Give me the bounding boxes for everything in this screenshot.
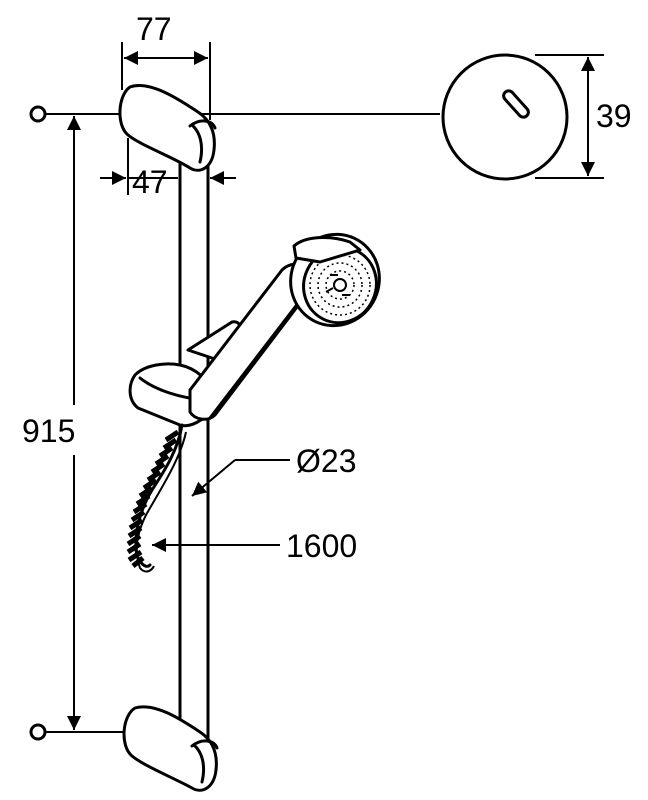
dimension-width-top: 77 bbox=[121, 11, 211, 120]
dimension-label-diameter: Ø23 bbox=[296, 443, 356, 479]
hand-shower bbox=[188, 232, 381, 421]
shower-hose bbox=[126, 423, 187, 573]
dimension-label-47: 47 bbox=[132, 164, 168, 200]
dimension-label-39: 39 bbox=[596, 98, 632, 134]
wall-cap-front-view bbox=[441, 53, 569, 181]
callout-rail-diameter: Ø23 bbox=[191, 443, 356, 497]
dimension-label-1600: 1600 bbox=[286, 528, 357, 564]
dimension-rail-length: 915 bbox=[20, 105, 440, 741]
shower-rail bbox=[178, 128, 210, 762]
dimension-label-915: 915 bbox=[22, 413, 75, 449]
dimension-label-77: 77 bbox=[136, 11, 172, 47]
dimension-cap-height: 39 bbox=[535, 54, 632, 179]
top-wall-bracket bbox=[118, 84, 217, 172]
mounting-point-bottom bbox=[29, 723, 47, 741]
mounting-point-top bbox=[29, 105, 47, 123]
bottom-wall-bracket bbox=[122, 705, 219, 792]
dimension-bracket-depth: 47 bbox=[100, 138, 236, 200]
callout-hose-length: 1600 bbox=[152, 528, 357, 564]
